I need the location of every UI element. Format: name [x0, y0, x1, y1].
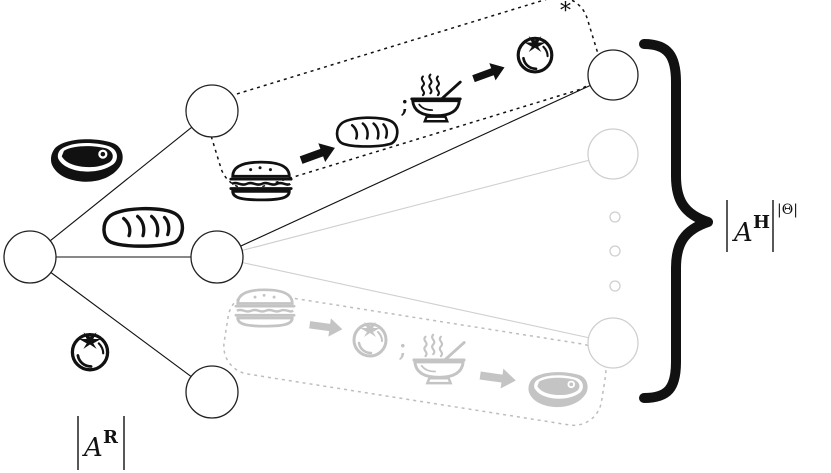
node-top — [185, 84, 239, 138]
hyper-set-base: A — [732, 218, 753, 248]
tomato-icon — [352, 320, 388, 358]
edge-middle-to-right-top — [216, 74, 614, 258]
root-set-sup: R — [103, 427, 119, 448]
root-action-set-label: A R — [77, 416, 125, 470]
arrow-icon — [478, 365, 518, 391]
hyper-action-set-label: A H |Θ| — [726, 200, 798, 252]
node-right-second — [587, 128, 639, 180]
edge-root-to-bottom — [29, 256, 213, 393]
separator: ; — [400, 86, 409, 119]
soup-bowl-icon — [412, 333, 466, 385]
active-sequence-box — [208, 0, 600, 190]
arrow-icon — [297, 138, 339, 170]
optimal-marker: * — [560, 0, 571, 24]
ellipsis-dot — [609, 211, 621, 223]
node-right-bottom — [587, 317, 639, 369]
sandwich-icon — [234, 288, 296, 328]
separator: ; — [398, 330, 407, 363]
tomato-icon — [516, 34, 554, 74]
sandwich-icon — [229, 160, 293, 202]
arrow-icon — [308, 315, 344, 339]
steak-icon — [51, 139, 123, 182]
steak-icon — [528, 372, 588, 408]
soup-bowl-icon — [410, 73, 462, 123]
right-brace — [639, 39, 713, 403]
node-right-top — [587, 49, 639, 101]
bread-icon — [335, 116, 399, 148]
hyper-set-exponent: |Θ| — [777, 202, 798, 218]
bread-icon — [102, 206, 185, 248]
edge-root-to-top — [29, 110, 213, 258]
edge-middle-to-right-second — [216, 153, 614, 258]
ellipsis-dot — [609, 280, 621, 292]
tomato-icon — [70, 330, 110, 372]
arrow-icon — [470, 58, 508, 88]
root-node — [3, 230, 57, 284]
faded-sequence-box — [223, 291, 607, 427]
hyper-set-sup: H — [753, 212, 770, 233]
node-middle — [190, 230, 244, 284]
ellipsis-dot — [609, 245, 621, 257]
root-set-base: A — [82, 433, 103, 463]
edge-middle-to-right-bottom — [216, 256, 614, 344]
node-bottom — [185, 365, 239, 419]
